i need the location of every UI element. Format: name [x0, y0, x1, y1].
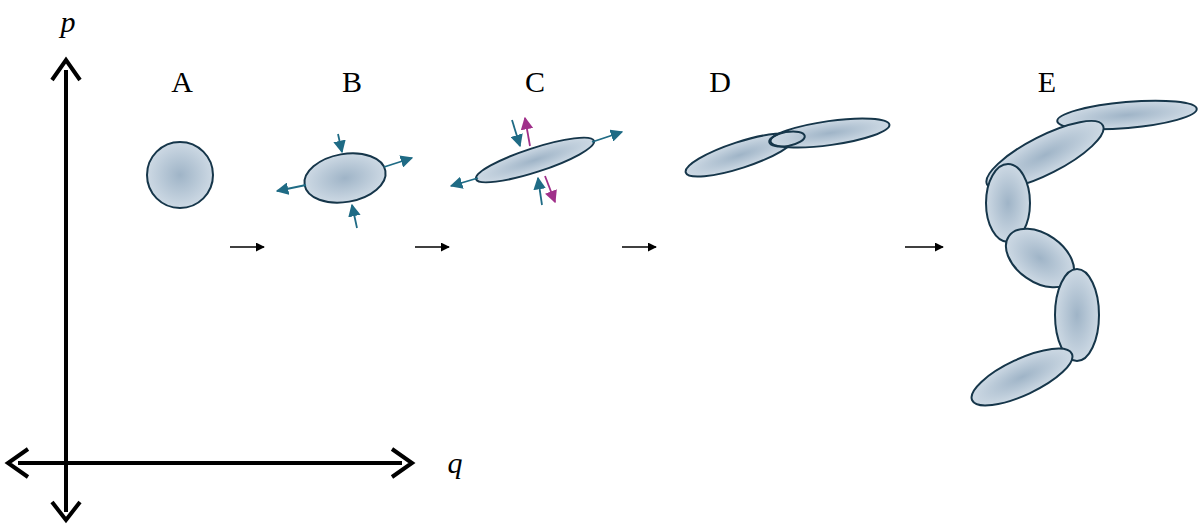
squeezed-ellipse	[300, 147, 389, 209]
squeezed-ellipse	[472, 129, 597, 190]
chain-ellipse	[965, 337, 1080, 416]
stage-label: B	[342, 67, 362, 97]
force-arrows	[277, 120, 622, 228]
stage-label: E	[1038, 67, 1056, 97]
axis-label: q	[448, 448, 463, 478]
state-circle	[147, 142, 213, 208]
chain-ellipse	[1055, 269, 1099, 361]
axis-label: p	[61, 7, 76, 37]
overlap-ellipse	[768, 129, 806, 149]
noise-arrows	[525, 118, 555, 202]
axes	[8, 60, 412, 520]
squeezed-ellipse	[769, 113, 891, 153]
stage-label: D	[709, 67, 731, 97]
stage-label: C	[525, 67, 545, 97]
stage-label: A	[171, 67, 193, 97]
step-arrows	[230, 246, 943, 248]
